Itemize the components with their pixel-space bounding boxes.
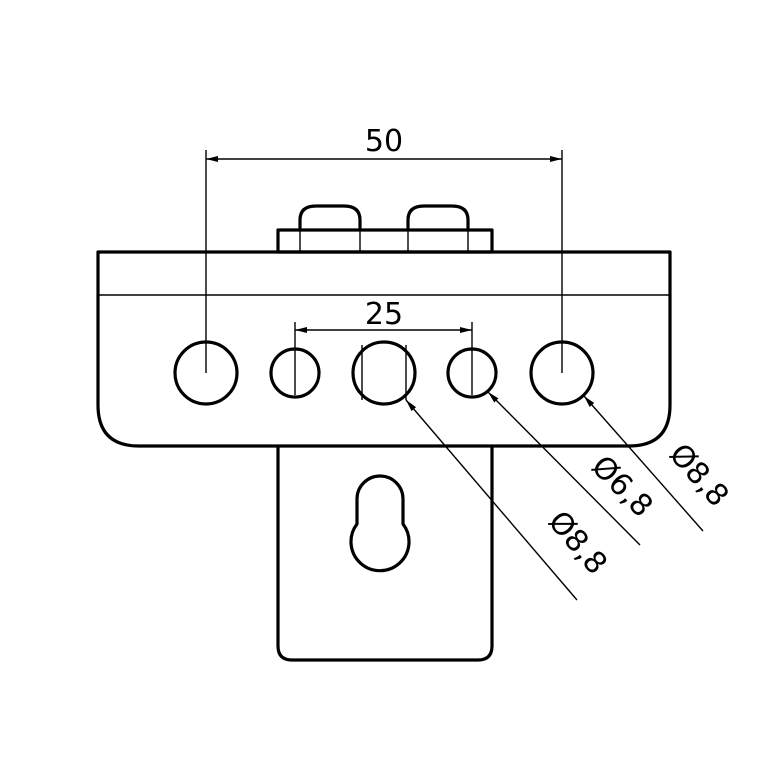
top-plate: [276, 204, 494, 254]
callout-label-small-hole: Ø6,8: [584, 449, 659, 524]
hole-center: [351, 340, 417, 406]
callout-label-outer-hole: Ø8,8: [662, 437, 735, 514]
leader-center-hole: Ø8,8: [405, 399, 614, 601]
screw-head-left: [298, 204, 362, 230]
screw-head-right: [406, 204, 470, 230]
bracket-body: [96, 250, 672, 448]
dimension-25: 25: [294, 297, 473, 395]
dimension-50: 50: [205, 124, 563, 373]
holes: [173, 340, 595, 406]
keyhole-slot: [349, 474, 411, 573]
mounting-tab: [276, 446, 494, 662]
dimension-label-25: 25: [365, 297, 403, 332]
dimension-label-50: 50: [365, 124, 403, 159]
center-hole-marks: [361, 345, 407, 400]
